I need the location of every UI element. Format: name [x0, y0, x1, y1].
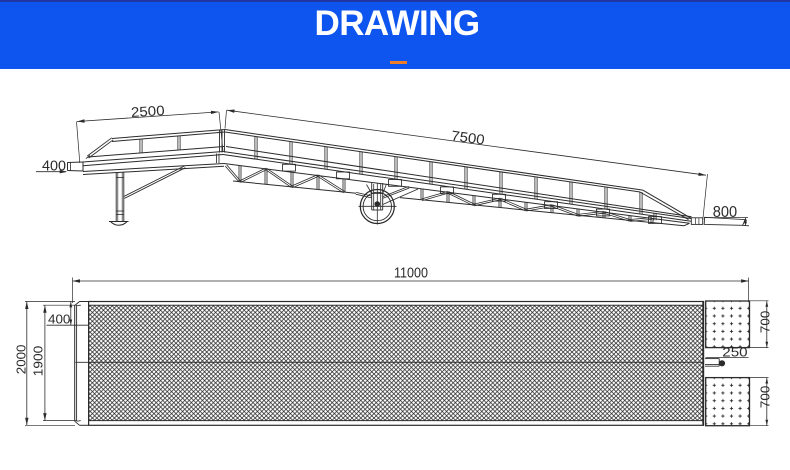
svg-text:2500: 2500 — [131, 103, 166, 120]
svg-text:1900: 1900 — [31, 346, 46, 376]
svg-text:400: 400 — [48, 312, 70, 327]
svg-text:11000: 11000 — [394, 265, 428, 281]
svg-text:7500: 7500 — [450, 127, 486, 147]
svg-text:250: 250 — [722, 346, 747, 360]
svg-text:700: 700 — [757, 311, 772, 333]
svg-text:700: 700 — [757, 386, 772, 408]
svg-text:800: 800 — [713, 204, 737, 221]
svg-text:2000: 2000 — [14, 345, 29, 375]
